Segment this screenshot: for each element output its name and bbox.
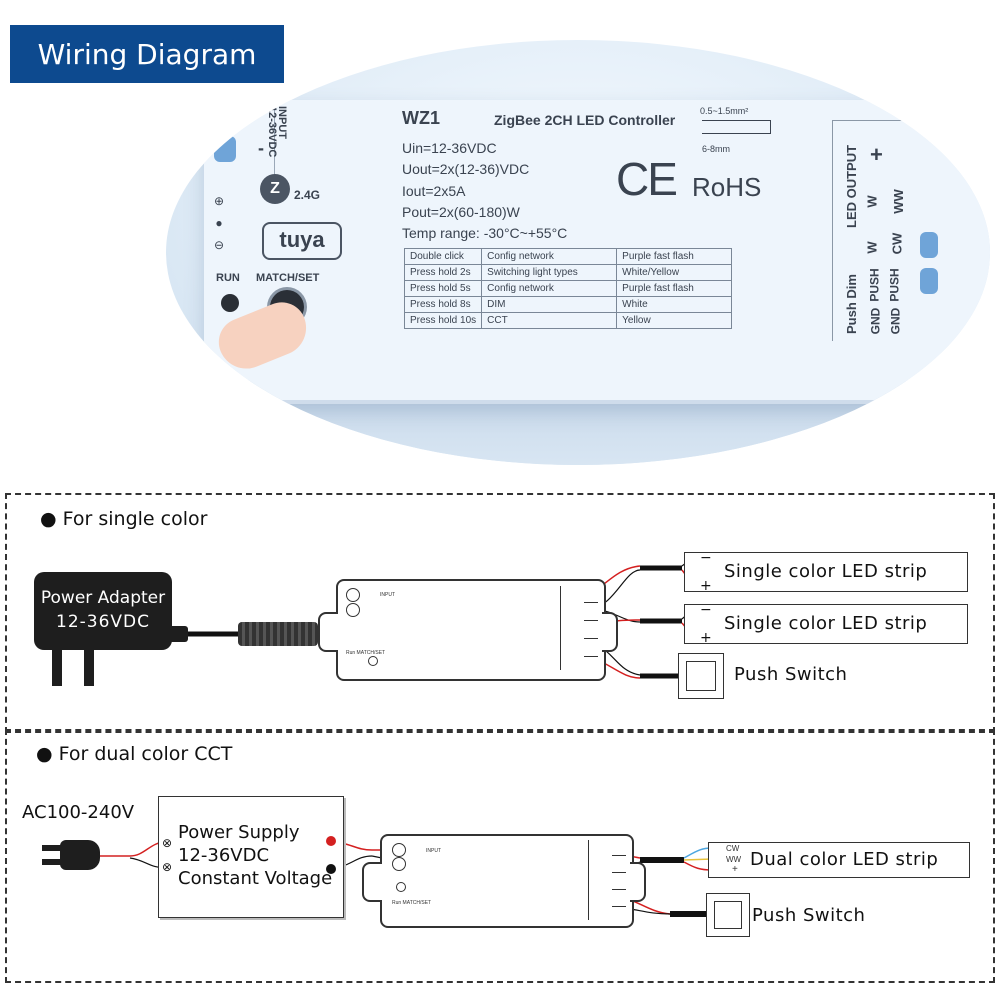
dual-strip-cw: CW: [726, 844, 740, 853]
dual-device-output-block: [588, 840, 627, 920]
input-plus-label: +: [254, 102, 264, 119]
push-switch-1-label: Push Switch: [734, 664, 848, 685]
strip-1-plus: +: [700, 578, 712, 594]
supply-terminal-1: ⊗: [162, 836, 173, 850]
push-switch-2-button: [714, 901, 742, 929]
spec-line-5: Temp range: -30°C~+55°C: [402, 225, 568, 241]
mount-tab-left-dual: [362, 862, 382, 902]
adapter-prong-2: [84, 648, 94, 686]
supply-output-plus: [326, 836, 336, 846]
adapter-label: Power Adapter: [40, 588, 166, 608]
push-switch-1-button: [686, 661, 716, 691]
supply-line-1: Power Supply: [178, 822, 300, 843]
adapter-prong-1: [52, 648, 62, 686]
spec-line-2: Uout=2x(12-36)VDC: [402, 161, 530, 177]
run-led: [221, 294, 239, 312]
ac-plug: [60, 840, 100, 870]
strip-2-plus: +: [700, 630, 712, 646]
controller-diagram-single: [336, 579, 606, 681]
spec-line-3: Iout=2x5A: [402, 183, 466, 199]
single-color-section: [5, 493, 995, 733]
mount-tab-right: [602, 612, 618, 652]
output-screw-1: [920, 232, 938, 258]
dual-output-screws: [612, 842, 626, 918]
device-run-match: Run MATCH/SET: [346, 650, 386, 656]
spec-line-1: Uin=12-36VDC: [402, 140, 497, 156]
adapter-side: [168, 626, 188, 642]
ac-prong-1: [42, 845, 62, 851]
single-strip-1-box: [684, 552, 968, 592]
output-screw-2: [920, 268, 938, 294]
ac-label: AC100-240V: [22, 802, 135, 823]
match-set-label: MATCH/SET: [256, 272, 320, 284]
spec-line-4: Pout=2x(60-180)W: [402, 204, 520, 220]
dual-color-section: [5, 729, 995, 983]
supply-output-minus: [326, 864, 336, 874]
dual-device-button: [396, 882, 406, 892]
dc-plug: [238, 622, 318, 646]
band-label: 2.4G: [294, 188, 321, 202]
input-minus-label: -: [258, 138, 264, 158]
dual-input-screw-b: [392, 857, 406, 871]
adapter-voltage: 12-36VDC: [56, 612, 150, 632]
input-screw-b: [346, 603, 360, 617]
single-strip-2-box: [684, 604, 968, 644]
rohs-mark: RoHS: [692, 172, 762, 202]
output-screws: [584, 588, 598, 668]
dual-strip-box: [708, 842, 970, 878]
output-terminal-block: [832, 120, 990, 341]
strip-length-label: 6-8mm: [702, 144, 731, 154]
tuya-logo: tuya: [262, 222, 342, 260]
device-output-block: [560, 586, 599, 670]
single-strip-1-label: Single color LED strip: [724, 561, 928, 582]
dual-device-input-label: INPUT: [426, 848, 441, 854]
input-screw: [214, 136, 236, 162]
run-label: RUN: [216, 272, 240, 284]
mount-tab-left: [318, 612, 338, 652]
push-switch-2-label: Push Switch: [752, 905, 866, 926]
supply-line-3: Constant Voltage: [178, 868, 333, 889]
controller-diagram-dual: [380, 834, 634, 928]
single-strip-2-label: Single color LED strip: [724, 613, 928, 634]
device-input-label: INPUT: [380, 592, 395, 598]
single-color-heading-text: For single color: [62, 508, 208, 530]
indicator-icons: ⊕●⊖: [213, 194, 225, 252]
power-supply: [158, 796, 344, 918]
dual-input-screw-a: [392, 843, 406, 857]
terminal-plus: +: [870, 142, 883, 167]
power-adapter: [34, 572, 172, 650]
dual-strip-ww: WW: [726, 855, 742, 864]
input-screw-a: [346, 588, 360, 602]
dual-color-heading-text: For dual color CCT: [58, 743, 233, 765]
push-switch-1: [678, 653, 724, 699]
dual-color-heading: ● For dual color CCT: [36, 743, 233, 765]
wire-gauge-label: 0.5~1.5mm²: [700, 106, 749, 116]
device-button: [368, 656, 378, 666]
ce-mark: CE: [616, 153, 678, 205]
ac-prong-2: [42, 859, 62, 865]
controller-photo: + - INPUT 12-36VDC Z 2.4G tuya ⊕●⊖ RUN M…: [166, 40, 990, 465]
supply-terminal-2: ⊗: [162, 860, 173, 874]
model-name: WZ1: [402, 108, 440, 128]
mount-tab-right-dual: [630, 862, 646, 902]
single-color-heading: ● For single color: [40, 508, 208, 530]
input-terminal: [204, 100, 275, 180]
zigbee-icon: Z: [260, 174, 290, 204]
controller-name: ZigBee 2CH LED Controller: [494, 112, 676, 128]
supply-line-2: 12-36VDC: [178, 845, 270, 866]
strip-2-minus: −: [700, 602, 712, 618]
push-switch-2: [706, 893, 750, 937]
dual-strip-label: Dual color LED strip: [750, 849, 939, 870]
wire-strip-icon: [702, 120, 771, 134]
strip-1-minus: −: [700, 550, 712, 566]
dual-strip-plus: +: [732, 864, 738, 875]
page-title: Wiring Diagram: [10, 25, 284, 83]
dual-device-run-match: Run MATCH/SET: [392, 900, 432, 906]
